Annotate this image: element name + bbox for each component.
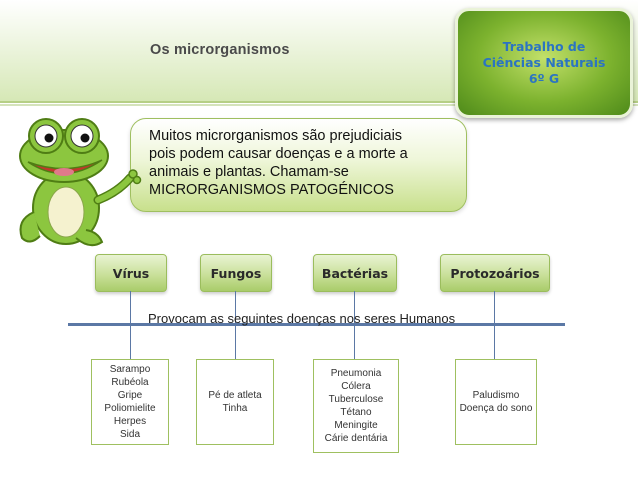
disease-item: Pé de atleta <box>208 390 262 401</box>
category-fungi: Fungos <box>200 254 272 292</box>
disease-item: Cárie dentária <box>324 433 388 444</box>
badge-line-1: Trabalho de <box>502 39 586 54</box>
disease-item: Cólera <box>341 381 371 392</box>
disease-item: Doença do sono <box>459 403 533 414</box>
header-divider <box>0 104 638 106</box>
disease-item: Poliomielite <box>104 403 156 414</box>
badge-line-2: Ciências Naturais <box>482 55 606 70</box>
bubble-line-2: pois podem causar doenças e a morte a <box>149 146 408 162</box>
disease-box-virus: Sarampo Rubéola Gripe Poliomielite Herpe… <box>91 359 169 445</box>
badge-line-3: 6º G <box>528 71 560 86</box>
disease-item: Paludismo <box>472 390 520 401</box>
disease-item: Tuberculose <box>328 394 384 405</box>
frog-mascot-icon <box>19 118 142 247</box>
disease-box-fungi: Pé de atleta Tinha <box>196 359 274 445</box>
category-virus: Vírus <box>95 254 167 292</box>
disease-item: Meningite <box>334 420 378 431</box>
disease-item: Rubéola <box>111 377 149 388</box>
title-badge: Trabalho de Ciências Naturais 6º G <box>455 8 633 118</box>
page-title: Os microrganismos <box>150 42 290 58</box>
disease-item: Sarampo <box>109 364 151 375</box>
disease-item: Pneumonia <box>330 368 382 379</box>
speech-bubble: Muitos microrganismos são prejudiciais p… <box>130 118 467 212</box>
disease-item: Tinha <box>222 403 248 414</box>
bubble-line-4: MICRORGANISMOS PATOGÉNICOS <box>149 182 394 198</box>
horizontal-divider <box>68 323 565 326</box>
bubble-text: Muitos microrganismos são prejudiciais p… <box>149 127 454 199</box>
category-bacteria: Bactérias <box>313 254 397 292</box>
bubble-line-1: Muitos microrganismos são prejudiciais <box>149 128 403 144</box>
disease-item: Tétano <box>340 407 372 418</box>
disease-box-bacteria: Pneumonia Cólera Tuberculose Tétano Meni… <box>313 359 399 453</box>
bubble-line-3: animais e plantas. Chamam-se <box>149 164 349 180</box>
diseases-caption: Provocam as seguintes doenças nos seres … <box>148 311 456 326</box>
disease-item: Sida <box>119 429 140 440</box>
disease-item: Gripe <box>117 390 143 401</box>
disease-item: Herpes <box>113 416 147 427</box>
disease-box-protozoa: Paludismo Doença do sono <box>455 359 537 445</box>
category-protozoa: Protozoários <box>440 254 550 292</box>
